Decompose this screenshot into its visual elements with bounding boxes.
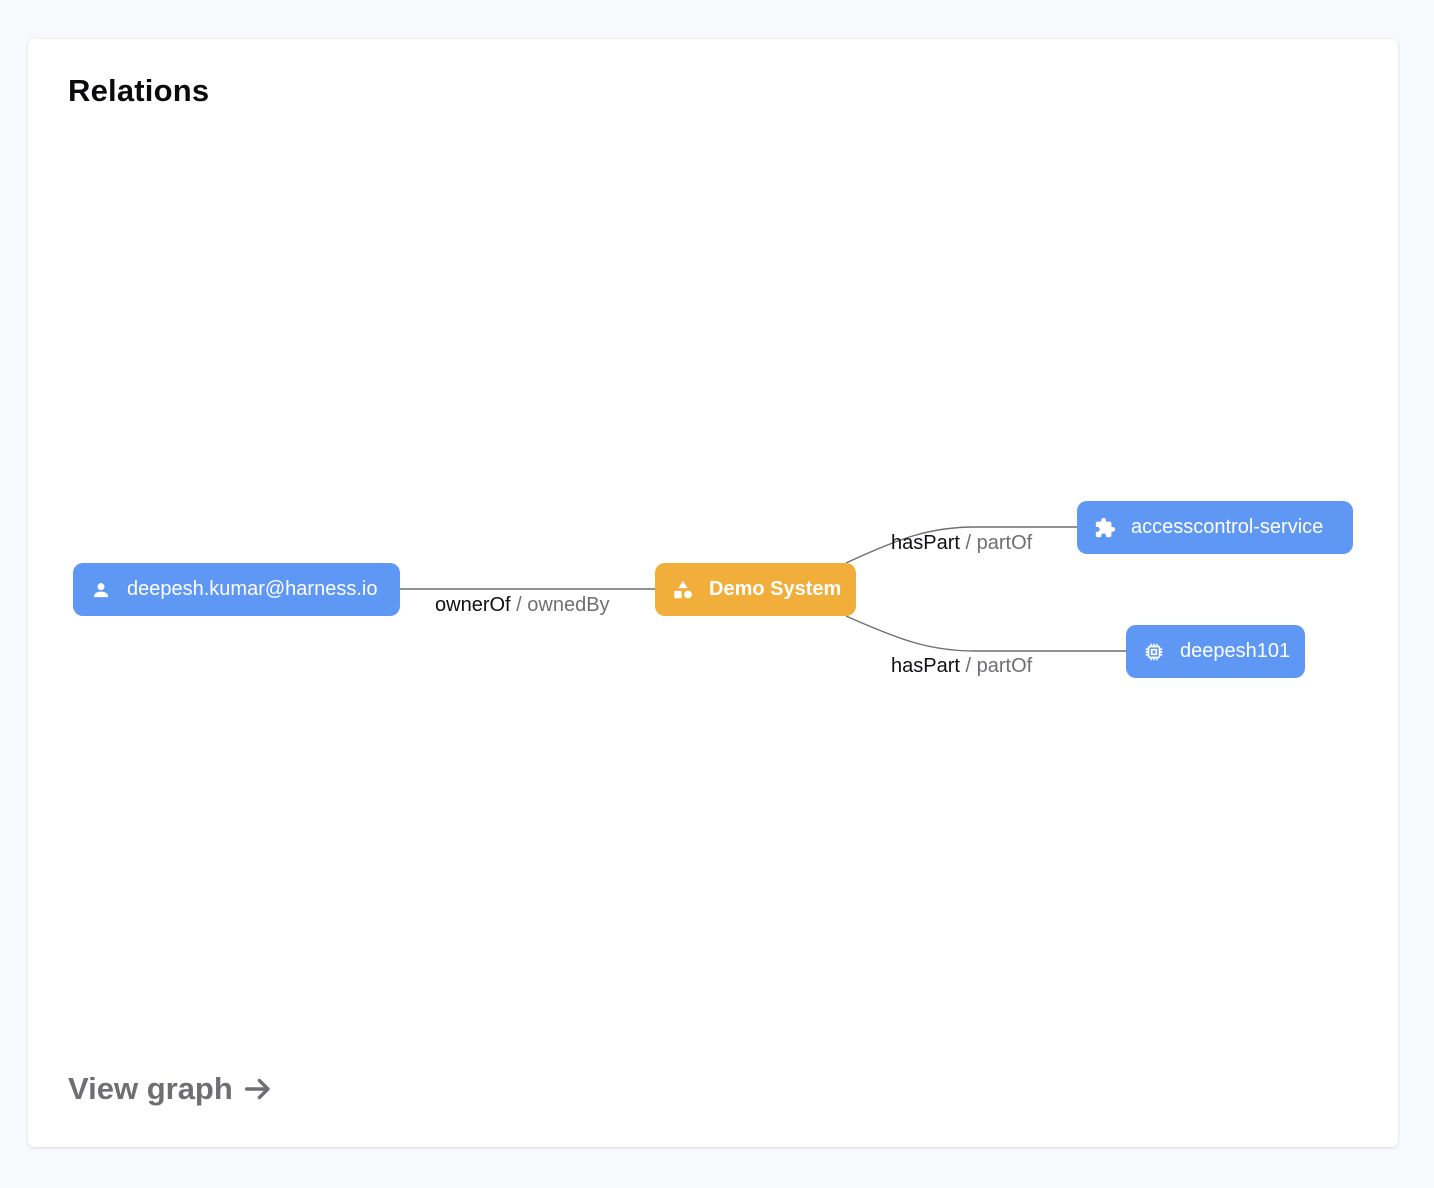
puzzle-icon bbox=[1093, 516, 1117, 540]
entity-node-label: Demo System bbox=[709, 578, 842, 600]
system-shapes-icon bbox=[671, 578, 695, 602]
view-graph-link[interactable]: View graph bbox=[68, 1071, 275, 1107]
edge-label-separator: / bbox=[516, 594, 522, 616]
view-graph-label: View graph bbox=[68, 1071, 233, 1106]
edge-label-primary: hasPart bbox=[891, 532, 960, 554]
entity-node-accesscontrol-service[interactable]: accesscontrol-service bbox=[1077, 501, 1353, 554]
entity-node-deepesh101[interactable]: deepesh101 bbox=[1126, 625, 1305, 678]
entity-node-system[interactable]: Demo System bbox=[655, 563, 856, 616]
edge-label-primary: ownerOf bbox=[435, 594, 511, 616]
user-icon bbox=[89, 578, 113, 602]
entity-node-label: deepesh.kumar@harness.io bbox=[127, 578, 378, 600]
edge-label-secondary: partOf bbox=[976, 532, 1033, 554]
edge-label-system-deepesh101: hasPart / partOf bbox=[891, 655, 1032, 678]
arrow-right-icon bbox=[241, 1072, 275, 1106]
edge-label-secondary: partOf bbox=[976, 655, 1033, 677]
edge-label-system-accesscontrol: hasPart / partOf bbox=[891, 532, 1032, 555]
edge-label-primary: hasPart bbox=[891, 655, 960, 677]
edge-label-separator: / bbox=[965, 532, 972, 554]
entity-node-label: deepesh101 bbox=[1180, 640, 1291, 662]
edge-label-separator: / bbox=[965, 655, 972, 677]
chip-icon bbox=[1142, 640, 1166, 664]
entity-node-label: accesscontrol-service bbox=[1131, 516, 1324, 538]
edge-label-secondary: ownedBy bbox=[527, 594, 610, 616]
card-title: Relations bbox=[68, 73, 210, 108]
edge-label-owner-system: ownerOf / ownedBy bbox=[435, 594, 610, 617]
entity-node-owner[interactable]: deepesh.kumar@harness.io bbox=[73, 563, 400, 616]
